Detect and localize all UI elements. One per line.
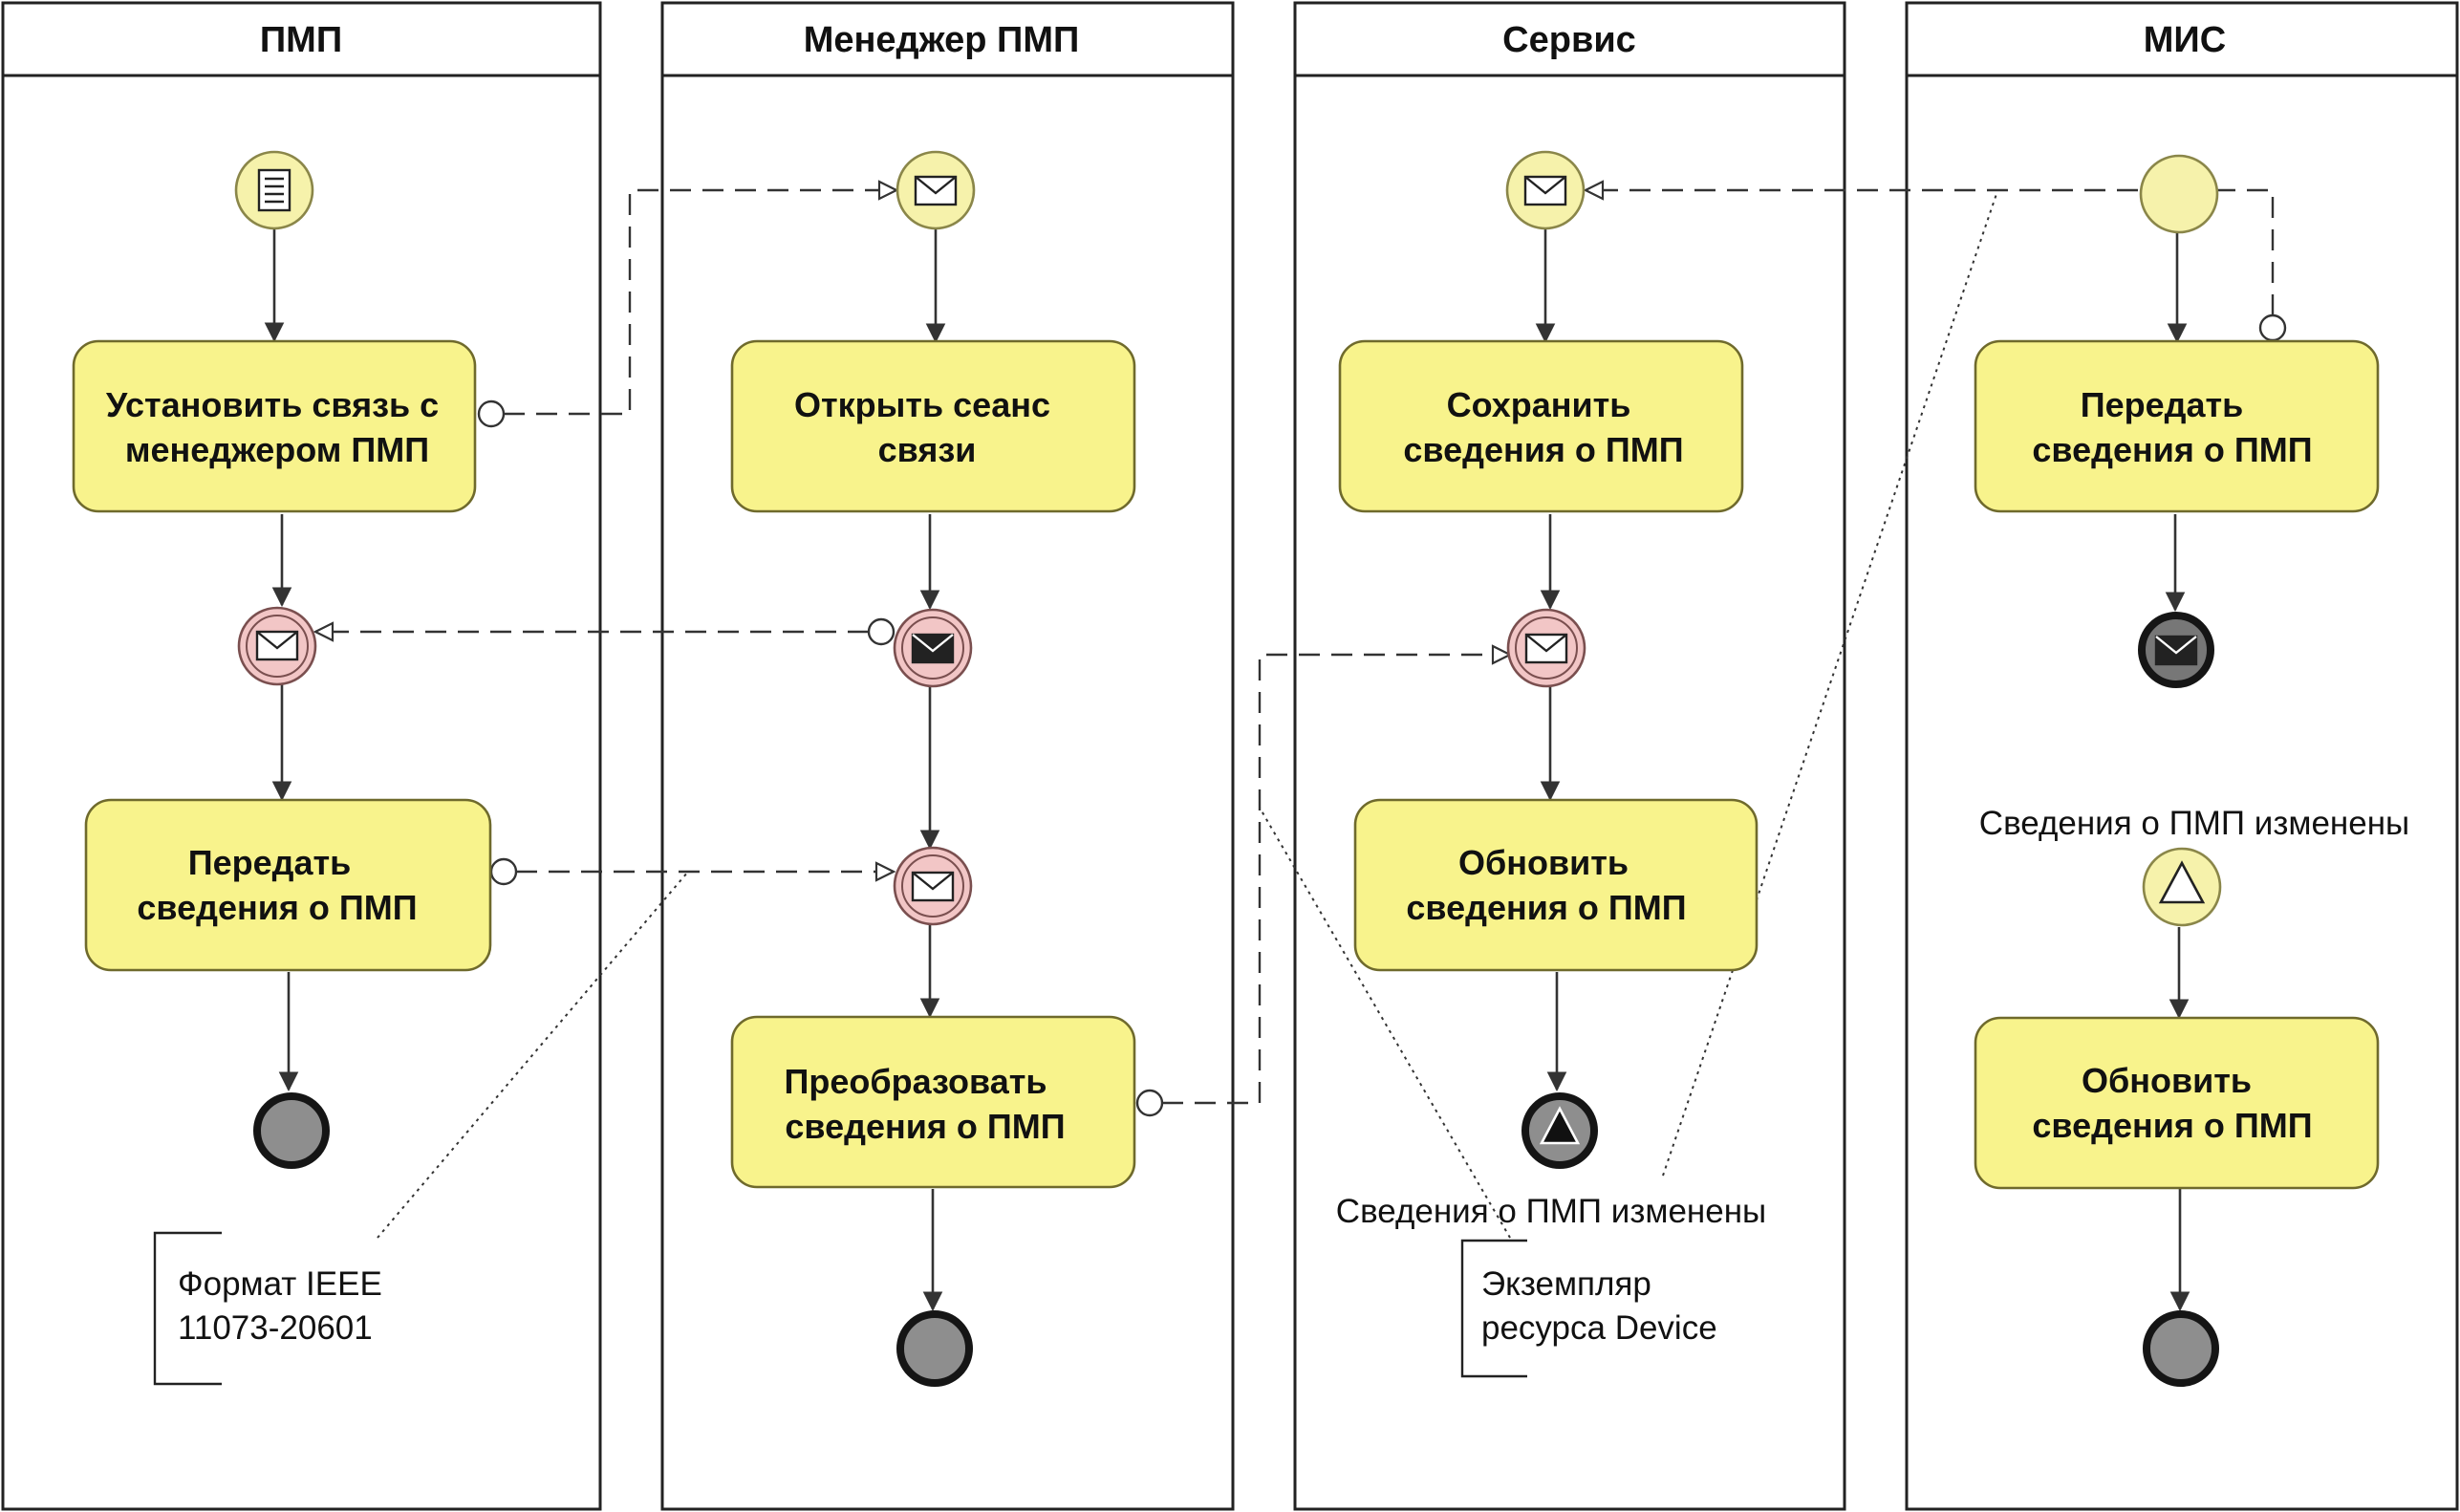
task-mis-send[interactable]: Передать сведения о ПМП — [1974, 339, 2380, 513]
envelope-icon — [255, 630, 299, 661]
envelope-icon — [911, 871, 955, 902]
start-message-manager — [896, 150, 976, 230]
task-label: сведения о ПМП — [1403, 430, 1683, 469]
lane-title-mis: МИС — [2144, 20, 2226, 60]
associations — [377, 190, 1998, 1239]
annotation-line: 11073-20601 — [178, 1309, 373, 1347]
lane-manager: Менеджер ПМП — [660, 1, 1235, 1511]
sequence-flows — [264, 228, 2190, 1312]
document-icon — [257, 168, 291, 212]
message-flows — [315, 190, 2287, 1117]
annotation-device: Экземпляр ресурса Device — [1460, 1239, 1717, 1378]
lane-title-manager: Менеджер ПМП — [804, 20, 1080, 60]
lane-service: Сервис — [1293, 1, 1846, 1511]
triangle-icon — [1539, 1106, 1581, 1145]
svg-text:Обновить сведения о ПМП: Обновить сведения о ПМП — [1406, 843, 1686, 927]
svg-text:Обновить сведения о ПМП: Обновить сведения о ПМП — [2032, 1061, 2312, 1145]
envelope-icon — [1523, 175, 1567, 206]
annotation-format: Формат IEEE 11073-20601 — [153, 1231, 392, 1386]
task-label: Сохранить — [1447, 385, 1631, 424]
signal-start-label: Сведения о ПМП изменены — [1979, 805, 2409, 842]
intermediate-catch-message-pmp — [237, 606, 317, 686]
task-service-update[interactable]: Обновить сведения о ПМП — [1353, 798, 1759, 972]
intermediate-catch-message-manager — [893, 846, 973, 926]
task-label: сведения о ПМП — [785, 1107, 1065, 1146]
intermediate-catch-message-service — [1506, 608, 1586, 688]
svg-text:Сохранить сведения о ПМП: Сохранить сведения о ПМП — [1403, 385, 1683, 469]
envelope-icon — [914, 175, 958, 206]
task-label: Обновить — [2082, 1061, 2252, 1100]
task-manager-convert[interactable]: Преобразовать сведения о ПМП — [730, 1015, 1136, 1189]
task-pmp-connect[interactable]: Установить связь с менеджером ПМП — [72, 339, 477, 513]
task-label: сведения о ПМП — [2032, 430, 2312, 469]
task-label: Преобразовать — [784, 1062, 1047, 1101]
task-label: Передать — [188, 843, 352, 882]
lane-title-pmp: ПМП — [260, 20, 342, 60]
task-mis-update[interactable]: Обновить сведения о ПМП — [1974, 1016, 2380, 1190]
envelope-icon — [911, 633, 955, 664]
annotation-line: Экземпляр — [1481, 1265, 1651, 1303]
lane-mis: МИС — [1905, 1, 2459, 1511]
svg-text:Передать сведения о ПМП: Передать сведения о ПМП — [2032, 385, 2312, 469]
task-label: Открыть сеанс — [794, 385, 1050, 424]
task-label: Обновить — [1458, 843, 1629, 882]
task-label: менеджером ПМП — [125, 430, 429, 469]
task-pmp-send[interactable]: Передать сведения о ПМП — [84, 798, 492, 972]
svg-text:Передать сведения о ПМП: Передать сведения о ПМП — [137, 843, 417, 927]
task-label: Передать — [2081, 385, 2244, 424]
task-service-save[interactable]: Сохранить сведения о ПМП — [1338, 339, 1744, 513]
start-message-service — [1505, 150, 1586, 230]
start-event-mis — [2139, 154, 2219, 234]
annotation-line: ресурса Device — [1481, 1309, 1717, 1347]
end-signal-event-service — [1521, 1092, 1598, 1169]
svg-text:Экземпляр ресурса Device: Экземпляр ресурса Device — [1481, 1265, 1717, 1347]
envelope-icon — [2154, 635, 2198, 666]
svg-text:Открыть сеанс связи: Открыть сеанс связи — [794, 385, 1060, 469]
lane-title-service: Сервис — [1502, 20, 1636, 60]
task-label: сведения о ПМП — [2032, 1106, 2312, 1145]
task-label: связи — [878, 430, 977, 469]
envelope-icon — [1524, 633, 1568, 664]
task-label: сведения о ПМП — [1406, 888, 1686, 927]
svg-text:Установить связь с менед: Установить связь с менеджером ПМП — [106, 385, 448, 469]
task-label: Установить связь с — [106, 385, 439, 424]
svg-text:Преобразовать сведения о: Преобразовать сведения о ПМП — [784, 1062, 1065, 1146]
intermediate-throw-message-manager — [893, 608, 973, 688]
svg-text:Формат IEEE 11073-20601: Формат IEEE 11073-20601 — [178, 1265, 392, 1347]
end-event-pmp — [253, 1092, 330, 1169]
start-event-pmp — [234, 150, 314, 230]
task-label: сведения о ПМП — [137, 888, 417, 927]
triangle-icon — [2158, 860, 2206, 904]
signal-end-label: Сведения о ПМП изменены — [1336, 1193, 1766, 1230]
end-event-manager — [896, 1310, 973, 1387]
end-event-mis — [2143, 1310, 2219, 1387]
task-manager-open-session[interactable]: Открыть сеанс связи — [730, 339, 1136, 513]
start-signal-event-mis — [2142, 847, 2222, 927]
annotation-line: Формат IEEE — [178, 1265, 382, 1303]
end-message-event-mis — [2138, 612, 2214, 688]
lane-pmp: ПМП — [1, 1, 602, 1511]
